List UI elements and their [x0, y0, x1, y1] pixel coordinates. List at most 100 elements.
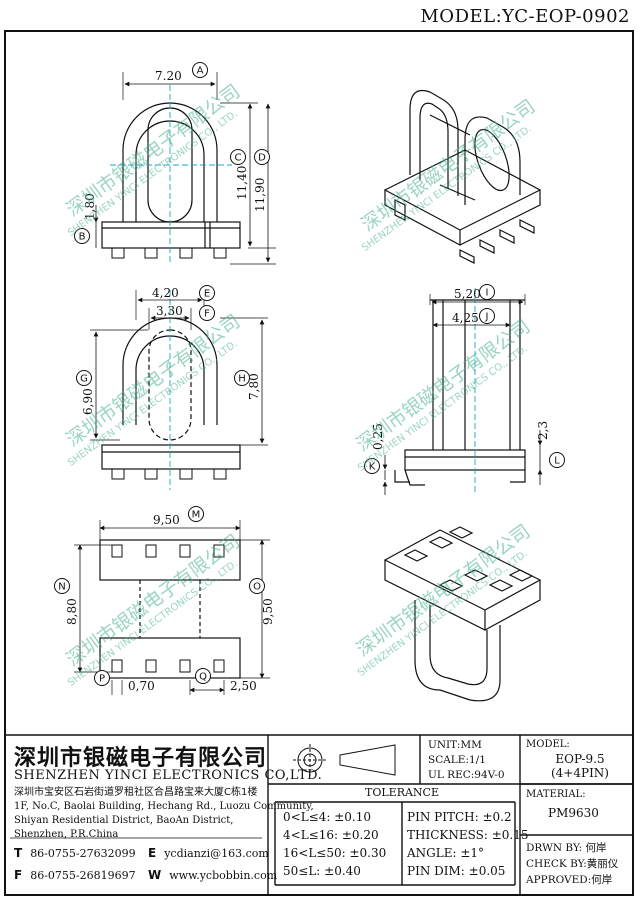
tolerance-row: 50≤L: ±0.40: [283, 864, 361, 878]
dim-letter-A: A: [197, 66, 204, 77]
tolerance-row: 0<L≤4: ±0.10: [283, 810, 371, 824]
tel-value: 86-0755-27632099: [30, 847, 136, 860]
address-en-3: Shenzhen, P.R.China: [14, 829, 119, 840]
dim-marker-G: G: [76, 370, 92, 386]
dim-letter-P: P: [99, 674, 105, 685]
drawing-frame: [4, 30, 634, 896]
address-cn: 深圳市宝安区石岩街道罗租社区合昌路宝来大厦C栋1楼: [14, 787, 258, 798]
contact-tel: T 86-0755-27632099: [14, 846, 136, 860]
dim-marker-Q: Q: [195, 668, 211, 684]
dim-marker-N: N: [54, 578, 70, 594]
dim-F-value: 3,30: [156, 304, 183, 318]
dim-K-value: 0,25: [371, 423, 385, 450]
dim-letter-G: G: [80, 374, 88, 385]
company-address: 深圳市宝安区石岩街道罗租社区合昌路宝来大厦C栋1楼 1F, No.C, Baol…: [14, 786, 314, 842]
dim-M-value: 9,50: [153, 513, 180, 527]
dim-marker-E: E: [199, 285, 215, 301]
model-label: MODEL:: [526, 739, 570, 750]
dim-H-value: 7,80: [247, 373, 261, 400]
dim-marker-K: K: [364, 458, 380, 474]
dim-letter-H: H: [238, 374, 246, 385]
iso-view-bottom: [383, 526, 542, 702]
signoff-block: DRWN BY: 何岸 CHECK BY:黄丽仪 APPROVED:何岸: [526, 840, 618, 888]
approved-by: APPROVED:何岸: [526, 874, 613, 886]
contact-fax: F 86-0755-26819697: [14, 868, 136, 882]
drawn-by: DRWN BY: 何岸: [526, 842, 607, 854]
tolerance-row: 16<L≤50: ±0.30: [283, 846, 387, 860]
material-value: PM9630: [548, 806, 599, 820]
dim-letter-O: O: [253, 582, 261, 593]
address-en-2: Shiyan Residential District, BaoAn Distr…: [14, 815, 234, 826]
dim-letter-E: E: [204, 289, 210, 300]
dim-letter-J: J: [485, 312, 489, 323]
dim-letter-Q: Q: [199, 672, 207, 683]
model-value: EOP-9.5 (4+4PIN): [545, 752, 615, 780]
tolerance-row: THICKNESS: ±0.15: [407, 828, 529, 842]
dim-letter-C: C: [235, 153, 242, 164]
dim-letter-D: D: [258, 153, 266, 164]
dim-I-value: 5,20: [454, 287, 481, 301]
iso-view-top: [383, 89, 542, 264]
dim-marker-J: J: [479, 308, 495, 324]
dim-marker-B: B: [74, 228, 90, 244]
fax-value: 86-0755-26819697: [30, 869, 136, 882]
title-block: [4, 734, 634, 896]
email-label: E: [148, 846, 157, 860]
tolerance-row: 4<L≤16: ±0.20: [283, 828, 379, 842]
tolerance-row: ANGLE: ±1°: [407, 846, 485, 860]
tolerance-row: PIN DIM: ±0.05: [407, 864, 506, 878]
tel-label: T: [14, 846, 23, 860]
model-title: MODEL:YC-EOP-0902: [420, 6, 630, 27]
dim-marker-H: H: [234, 370, 250, 386]
dim-E-value: 4,20: [152, 286, 179, 300]
spec-block: UNIT:MM SCALE:1/1 UL REC:94V-0: [428, 738, 505, 783]
company-name-en: SHENZHEN YINCI ELECTRONICS CO,LTD.: [14, 768, 323, 783]
material-label: MATERIAL:: [526, 789, 586, 800]
dim-D-value: 11,90: [253, 178, 267, 212]
dim-C-value: 11,40: [235, 166, 249, 200]
front-view: [93, 72, 276, 265]
web-label: W: [148, 868, 162, 882]
dim-marker-F: F: [199, 305, 215, 321]
dim-O-value: 9,50: [261, 598, 275, 625]
dim-marker-P: P: [94, 670, 110, 686]
dim-marker-I: I: [479, 284, 495, 300]
check-by: CHECK BY:黄丽仪: [526, 858, 619, 870]
dim-letter-I: I: [486, 288, 489, 299]
company-name-cn: 深圳市银磁电子有限公司: [14, 746, 268, 771]
dim-marker-L: L: [549, 452, 565, 468]
fax-label: F: [14, 868, 23, 882]
tolerance-title: TOLERANCE: [365, 786, 439, 799]
dim-Q-value: 2,50: [230, 679, 257, 693]
dim-marker-A: A: [192, 62, 208, 78]
scale-text: SCALE:1/1: [428, 754, 486, 766]
address-en-1: 1F, No.C, Baolai Building, Hechang Rd., …: [14, 801, 314, 812]
dim-G-value: 6,90: [81, 388, 95, 415]
tolerance-left-column: 0<L≤4: ±0.10 4<L≤16: ±0.20 16<L≤50: ±0.3…: [283, 808, 386, 880]
model-pins: (4+4PIN): [550, 766, 609, 780]
dim-B-value: 1,80: [83, 193, 97, 220]
dim-marker-D: D: [254, 149, 270, 165]
web-value: www.ycbobbin.com: [169, 869, 278, 882]
tolerance-row: PIN PITCH: ±0.2: [407, 810, 512, 824]
end-view: [382, 288, 543, 495]
dim-letter-L: L: [554, 456, 560, 467]
dim-letter-F: F: [204, 309, 210, 320]
side-view: [90, 290, 268, 490]
dim-letter-M: M: [192, 510, 201, 521]
dim-letter-B: B: [79, 232, 86, 243]
projection-symbol: [293, 744, 396, 776]
dim-letter-K: K: [369, 462, 376, 473]
dim-marker-O: O: [249, 578, 265, 594]
unit-text: UNIT:MM: [428, 739, 482, 751]
dim-A-value: 7.20: [155, 69, 182, 83]
dim-marker-M: M: [188, 506, 204, 522]
dim-marker-C: C: [230, 149, 246, 165]
dim-letter-N: N: [58, 582, 65, 593]
dim-N-value: 8,80: [65, 598, 79, 625]
email-value: ycdianzi@163.com: [164, 847, 269, 860]
tolerance-right-column: PIN PITCH: ±0.2 THICKNESS: ±0.15 ANGLE: …: [407, 808, 528, 880]
